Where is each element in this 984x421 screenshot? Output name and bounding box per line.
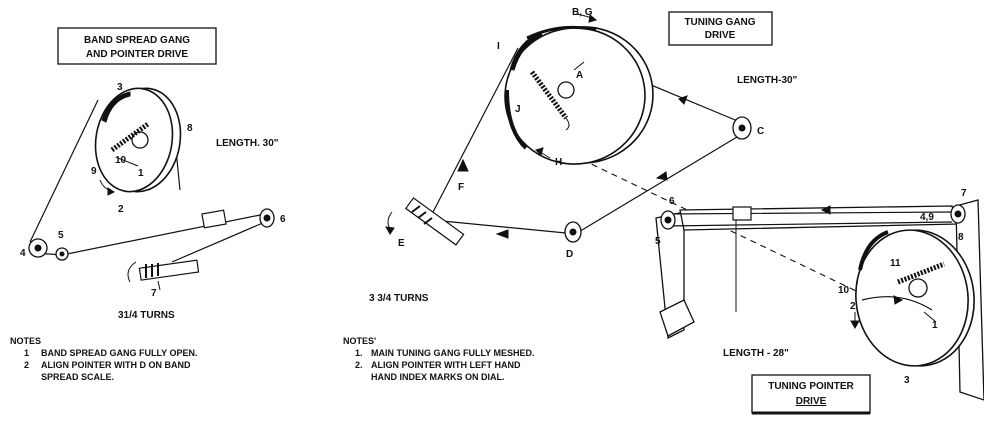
tuning-gang-note-2-text-cont: HAND INDEX MARKS ON DIAL. [371, 372, 505, 382]
label-11-right: 11 [890, 258, 901, 269]
tuning-gang-title-line2: DRIVE [705, 30, 736, 41]
band-spread-note-1-text: BAND SPREAD GANG FULLY OPEN. [41, 348, 198, 358]
band-spread-title-line2: AND POINTER DRIVE [86, 49, 189, 60]
tuning-gang-note-1-text: MAIN TUNING GANG FULLY MESHED. [371, 348, 535, 358]
tuning-gang-note-2-num: 2. [355, 360, 363, 370]
label-1-right: 1 [932, 320, 938, 331]
tuning-pointer [732, 206, 752, 221]
tuning-gang-title-box [668, 11, 773, 46]
label-2: 2 [118, 204, 124, 215]
tuning-pointer-title-line2: DRIVE [796, 396, 827, 407]
label-8: 8 [187, 123, 193, 134]
band-spread-notes-heading: NOTES [10, 336, 41, 346]
band-spread-spring [110, 121, 150, 153]
band-spread-turns: 31/4 TURNS [118, 310, 175, 321]
label-c: C [757, 126, 764, 137]
tuning-gang-notes-heading: NOTES' [343, 336, 376, 346]
label-5: 5 [58, 230, 64, 241]
label-10-right: 10 [838, 285, 850, 296]
pulley-5 [55, 247, 69, 261]
band-spread-note-2-text-cont: SPREAD SCALE. [41, 372, 114, 382]
tuning-pointer-dial [855, 229, 975, 367]
pulley-6-right [660, 210, 676, 230]
label-4: 4 [20, 248, 26, 259]
band-spread-length: LENGTH. 30" [216, 138, 279, 149]
tuning-gang-hidden-cord [561, 149, 901, 313]
pulley-6 [259, 208, 275, 228]
band-spread-note-2-text: ALIGN POINTER WITH D ON BAND [41, 360, 191, 370]
label-a: A [576, 70, 583, 81]
band-spread-rotation-arrow [127, 261, 137, 283]
tuning-gang-knob-shaft [404, 197, 465, 246]
label-3: 3 [117, 82, 123, 93]
label-b-g: B, G [572, 7, 593, 18]
label-4-9-right: 4,9 [920, 212, 934, 223]
tuning-pointer-cord [667, 211, 955, 227]
tuning-gang-spring [529, 70, 569, 120]
band-spread-note-2-num: 2 [24, 360, 29, 370]
band-spread-title-line1: BAND SPREAD GANG [84, 35, 190, 46]
tuning-gang-dial [504, 25, 654, 165]
label-1: 1 [138, 168, 144, 179]
pulley-4 [28, 238, 48, 258]
label-j: J [515, 104, 521, 115]
label-3-right: 3 [904, 375, 910, 386]
label-5-right: 5 [655, 236, 661, 247]
label-h: H [555, 157, 562, 168]
tuning-gang-panel: TUNING GANG DRIVE [343, 7, 901, 382]
band-spread-dial [94, 87, 182, 193]
tuning-pointer-title-box [751, 374, 871, 414]
band-spread-knob-shaft [138, 259, 200, 281]
label-7-right: 7 [961, 188, 967, 199]
label-d: D [566, 249, 573, 260]
label-10: 10 [115, 155, 127, 166]
band-spread-title-box [57, 27, 217, 65]
band-spread-pointer [201, 209, 227, 229]
label-2-right: 2 [850, 301, 856, 312]
tuning-gang-title-line1: TUNING GANG [684, 17, 755, 28]
tuning-pointer-length: LENGTH - 28" [723, 348, 789, 359]
pulley-7-right [950, 204, 966, 224]
tuning-gang-length: LENGTH-30" [737, 75, 798, 86]
label-f: F [458, 182, 464, 193]
label-e: E [398, 238, 405, 249]
band-spread-note-1-num: 1 [24, 348, 29, 358]
tuning-gang-note-1-num: 1. [355, 348, 363, 358]
label-7: 7 [151, 288, 157, 299]
pulley-d [564, 221, 582, 243]
pulley-c [732, 116, 752, 140]
label-6-right: 6 [669, 196, 675, 207]
tuning-gang-turns: 3 3/4 TURNS [369, 293, 429, 304]
tuning-pointer-title-line1: TUNING POINTER [768, 381, 854, 392]
tuning-gang-note-2-text: ALIGN POINTER WITH LEFT HAND [371, 360, 521, 370]
tuning-pointer-spring [897, 261, 945, 285]
label-8-right: 8 [958, 232, 964, 243]
label-i: I [497, 41, 500, 52]
label-6: 6 [280, 214, 286, 225]
band-spread-panel: BAND SPREAD GANG AND POINTER DRIVE 3 [10, 27, 286, 382]
label-9: 9 [91, 166, 97, 177]
tuning-pointer-panel: TUNING POINTER DRIVE 7 6 5 4,9 8 11 10 2… [655, 188, 984, 415]
